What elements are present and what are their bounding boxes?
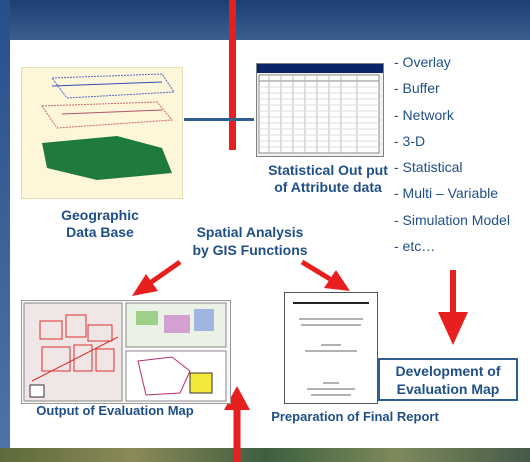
evaluation-map-image <box>21 300 231 404</box>
table-titlebar <box>257 64 383 73</box>
development-map-line2: Evaluation Map <box>396 381 500 397</box>
statistical-output-line2: of Attribute data <box>274 179 382 195</box>
report-page-graphic <box>293 302 369 396</box>
spatial-analysis-label: Spatial Analysis by GIS Functions <box>180 223 320 259</box>
list-item: - Network <box>394 106 454 123</box>
arrowhead-to-output-map <box>132 274 158 296</box>
evaluation-map-graphic <box>23 302 227 402</box>
development-map-line1: Development of <box>395 363 501 379</box>
development-map-label: Development of Evaluation Map <box>380 360 516 398</box>
attribute-table-image <box>256 63 384 157</box>
left-band <box>0 0 10 462</box>
list-item: - Buffer <box>394 80 440 97</box>
final-report-image <box>284 292 378 404</box>
list-item: - etc… <box>394 238 436 255</box>
bottom-photo-strip <box>0 448 530 462</box>
spatial-analysis-line2: by GIS Functions <box>192 242 308 258</box>
list-item: - Statistical <box>394 159 463 176</box>
list-item: - Overlay <box>394 54 451 70</box>
arrow-to-output-map <box>148 259 182 286</box>
geographic-database-line1: Geographic <box>61 207 139 223</box>
geographic-database-line2: Data Base <box>66 224 134 240</box>
list-item: - Simulation Model <box>394 211 510 228</box>
geographic-database-label: Geographic Data Base <box>40 207 160 241</box>
statistical-output-label: Statistical Out put of Attribute data <box>248 162 408 196</box>
spatial-analysis-line1: Spatial Analysis <box>196 224 304 240</box>
arrowhead-up-bottom <box>224 386 250 410</box>
top-banner <box>0 0 530 40</box>
arrow-to-final-report <box>300 259 332 282</box>
connector-line <box>184 118 254 121</box>
gis-functions-list: - Overlay - Buffer - Network - 3-D - Sta… <box>394 52 530 262</box>
table-grid-graphic <box>258 74 380 154</box>
list-item: - 3-D <box>394 132 426 149</box>
map-layers-graphic <box>41 73 175 180</box>
final-report-caption: Preparation of Final Report <box>271 409 439 424</box>
arrowhead-to-development-map <box>438 312 468 345</box>
arrowhead-to-final-report <box>324 270 350 291</box>
list-item: - Multi – Variable <box>394 185 499 202</box>
statistical-output-line1: Statistical Out put <box>268 162 388 178</box>
development-map-box: Development of Evaluation Map <box>378 358 518 401</box>
gis-layers-image <box>21 67 183 199</box>
output-map-caption: Output of Evaluation Map <box>36 403 194 418</box>
top-flow-arrow <box>229 0 236 150</box>
